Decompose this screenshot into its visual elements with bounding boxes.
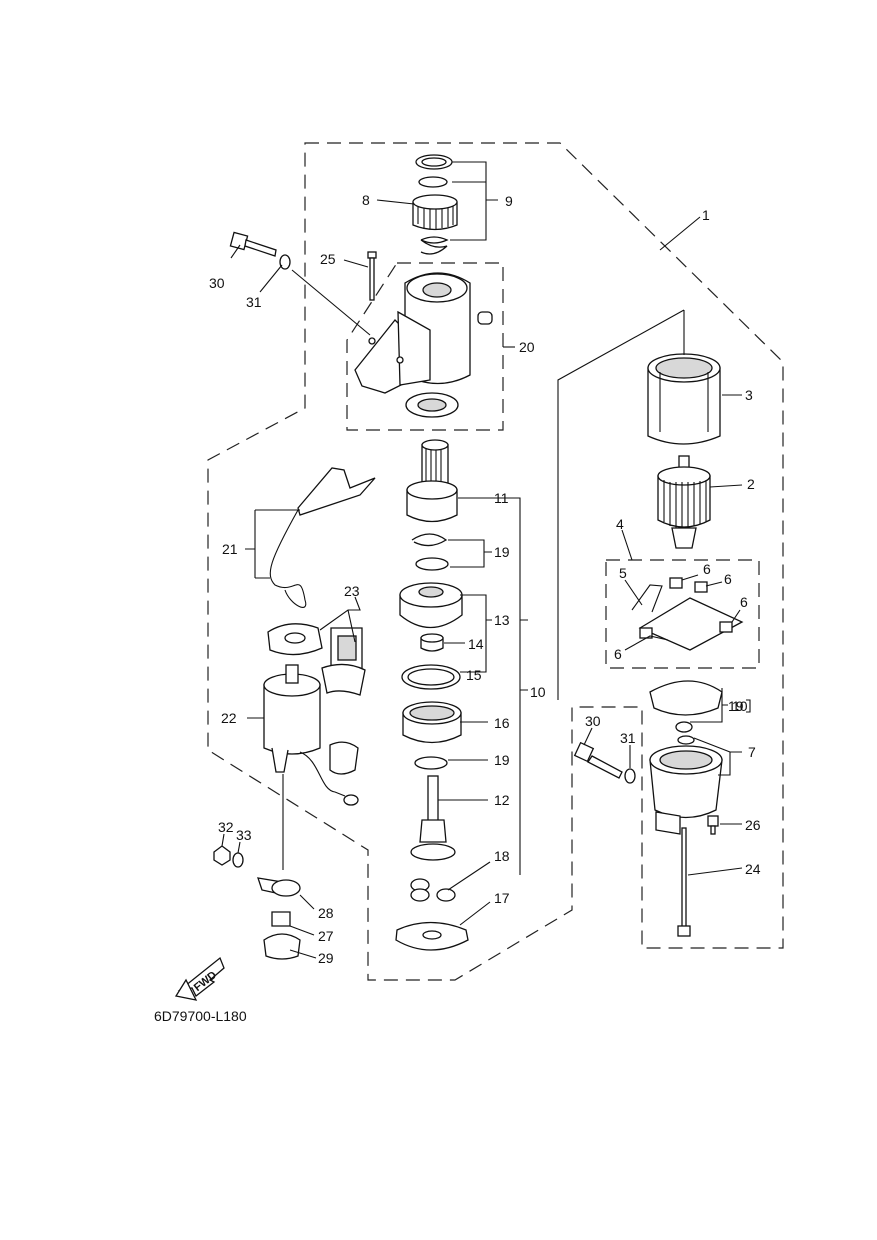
bushing-14 xyxy=(420,633,444,652)
lever-21 xyxy=(269,467,376,608)
callout-6a: 6 xyxy=(703,561,711,577)
callout-22: 22 xyxy=(221,710,237,726)
solenoid-22 xyxy=(263,664,359,806)
planet-gears-18 xyxy=(410,878,456,902)
bracket-marks xyxy=(746,699,751,713)
brush-holder-4 xyxy=(631,577,744,651)
callout-1: 1 xyxy=(702,207,710,223)
callout-32: 32 xyxy=(218,819,234,835)
callout-25: 25 xyxy=(320,251,336,267)
callout-4: 4 xyxy=(616,516,624,532)
armature-2 xyxy=(657,455,711,549)
clips-19 xyxy=(411,533,449,571)
screw-26 xyxy=(707,815,719,835)
callout-27: 27 xyxy=(318,928,334,944)
callout-11: 11 xyxy=(494,490,509,506)
end-cover-7 xyxy=(649,735,723,835)
through-bolt-24 xyxy=(677,827,691,937)
callout-labels: 1 2 3 4 5 6 6 6 6 7 8 9 10 10 11 12 13 1… xyxy=(209,192,761,966)
callout-26: 26 xyxy=(745,817,761,833)
planet-shaft-12 xyxy=(410,775,456,861)
callout-19c: 19 xyxy=(728,698,744,714)
yoke-3 xyxy=(647,353,721,445)
callout-33: 33 xyxy=(236,827,252,843)
callout-30a: 30 xyxy=(209,275,225,291)
assembly-outline-1 xyxy=(207,142,784,981)
callout-10a: 10 xyxy=(530,684,546,700)
plate-19-right xyxy=(649,680,723,733)
callout-7: 7 xyxy=(748,744,756,760)
callout-30b: 30 xyxy=(585,713,601,729)
callout-6d: 6 xyxy=(614,646,622,662)
ring-15 xyxy=(401,664,461,690)
callout-8: 8 xyxy=(362,192,370,208)
callout-12: 12 xyxy=(494,792,510,808)
terminal-parts xyxy=(213,845,301,960)
callout-24: 24 xyxy=(745,861,761,877)
washer-19 xyxy=(414,756,448,770)
callout-14: 14 xyxy=(468,636,484,652)
plate-seal-23 xyxy=(267,623,366,696)
callout-17: 17 xyxy=(494,890,510,906)
pinion-gear-kit xyxy=(412,154,458,255)
callout-10b: 10 xyxy=(732,698,748,714)
callout-6b: 6 xyxy=(724,571,732,587)
callout-31b: 31 xyxy=(620,730,636,746)
assembly-outline-4 xyxy=(605,559,760,669)
callout-3: 3 xyxy=(745,387,753,403)
callout-9: 9 xyxy=(505,193,513,209)
internal-gear-16 xyxy=(402,701,462,744)
through-bolt-25 xyxy=(367,251,377,301)
leader-lines xyxy=(221,161,743,959)
callout-21: 21 xyxy=(222,541,238,557)
callout-13: 13 xyxy=(494,612,510,628)
callout-23: 23 xyxy=(344,583,360,599)
diagram-code: 6D79700-L180 xyxy=(154,1008,247,1024)
assembly-outline-20 xyxy=(346,262,504,431)
callout-6c: 6 xyxy=(740,594,748,610)
bolt-30-right xyxy=(573,741,636,784)
callout-20: 20 xyxy=(519,339,535,355)
gear-housing-13 xyxy=(399,582,463,628)
plate-17 xyxy=(395,921,469,951)
callout-31a: 31 xyxy=(246,294,262,310)
callout-16: 16 xyxy=(494,715,510,731)
bolt-30-left xyxy=(229,231,291,270)
callout-28: 28 xyxy=(318,905,334,921)
callout-29: 29 xyxy=(318,950,334,966)
drive-shaft-11 xyxy=(406,439,458,523)
callout-5: 5 xyxy=(619,565,627,581)
callout-18: 18 xyxy=(494,848,510,864)
callout-19a: 19 xyxy=(494,544,510,560)
callout-2: 2 xyxy=(747,476,755,492)
callout-19b: 19 xyxy=(494,752,510,768)
callout-15: 15 xyxy=(466,667,482,683)
starter-housing-cover xyxy=(354,272,493,418)
fwd-arrow-icon xyxy=(174,956,225,1001)
